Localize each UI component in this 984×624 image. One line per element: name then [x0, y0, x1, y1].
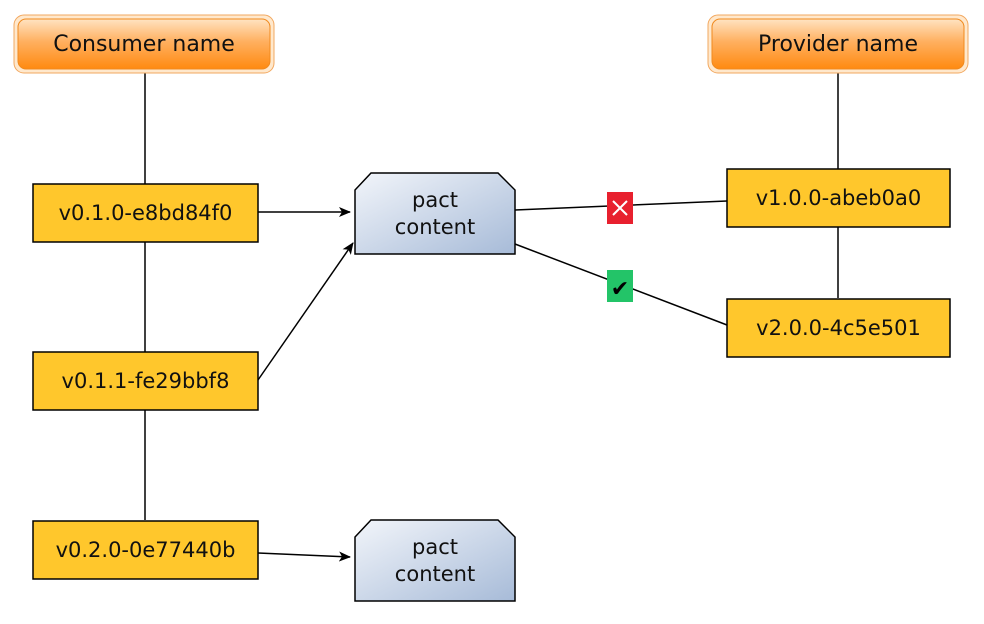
verification-passed-badge: ✔ [607, 270, 633, 302]
pact-line1: pact [412, 187, 458, 212]
pact-line2: content [394, 214, 476, 239]
pact-content-label-1: pact content [355, 173, 515, 254]
consumer-header [13, 14, 275, 74]
svg-text:✔: ✔ [611, 277, 629, 302]
pact-content-shape-1 [354, 172, 516, 255]
edge-v020-to-pact2 [257, 551, 351, 562]
provider-version-label-1: v1.0.0-abeb0a0 [755, 186, 922, 210]
pact-content-shape-2 [354, 519, 516, 602]
pact-line2: content [394, 561, 476, 586]
consumer-version-box-3 [32, 520, 259, 580]
provider-header [707, 14, 969, 74]
consumer-name-label: Consumer name [53, 31, 235, 57]
consumer-version-label-3: v0.2.0-0e77440b [55, 538, 236, 562]
consumer-version-label-1: v0.1.0-e8bd84f0 [58, 201, 233, 225]
consumer-version-label-2: v0.1.1-fe29bbf8 [61, 369, 230, 393]
verification-failed-badge [607, 192, 633, 224]
provider-name-label: Provider name [758, 31, 918, 57]
pact-content-label-2: pact content [355, 520, 515, 601]
consumer-version-box-2 [32, 351, 259, 411]
consumer-version-box-1 [32, 183, 259, 243]
provider-version-box-1 [726, 168, 951, 228]
pact-line1: pact [412, 534, 458, 559]
provider-version-box-2 [726, 298, 951, 358]
edge-v011-to-pact1 [257, 242, 354, 381]
provider-version-label-2: v2.0.0-4c5e501 [756, 316, 921, 340]
